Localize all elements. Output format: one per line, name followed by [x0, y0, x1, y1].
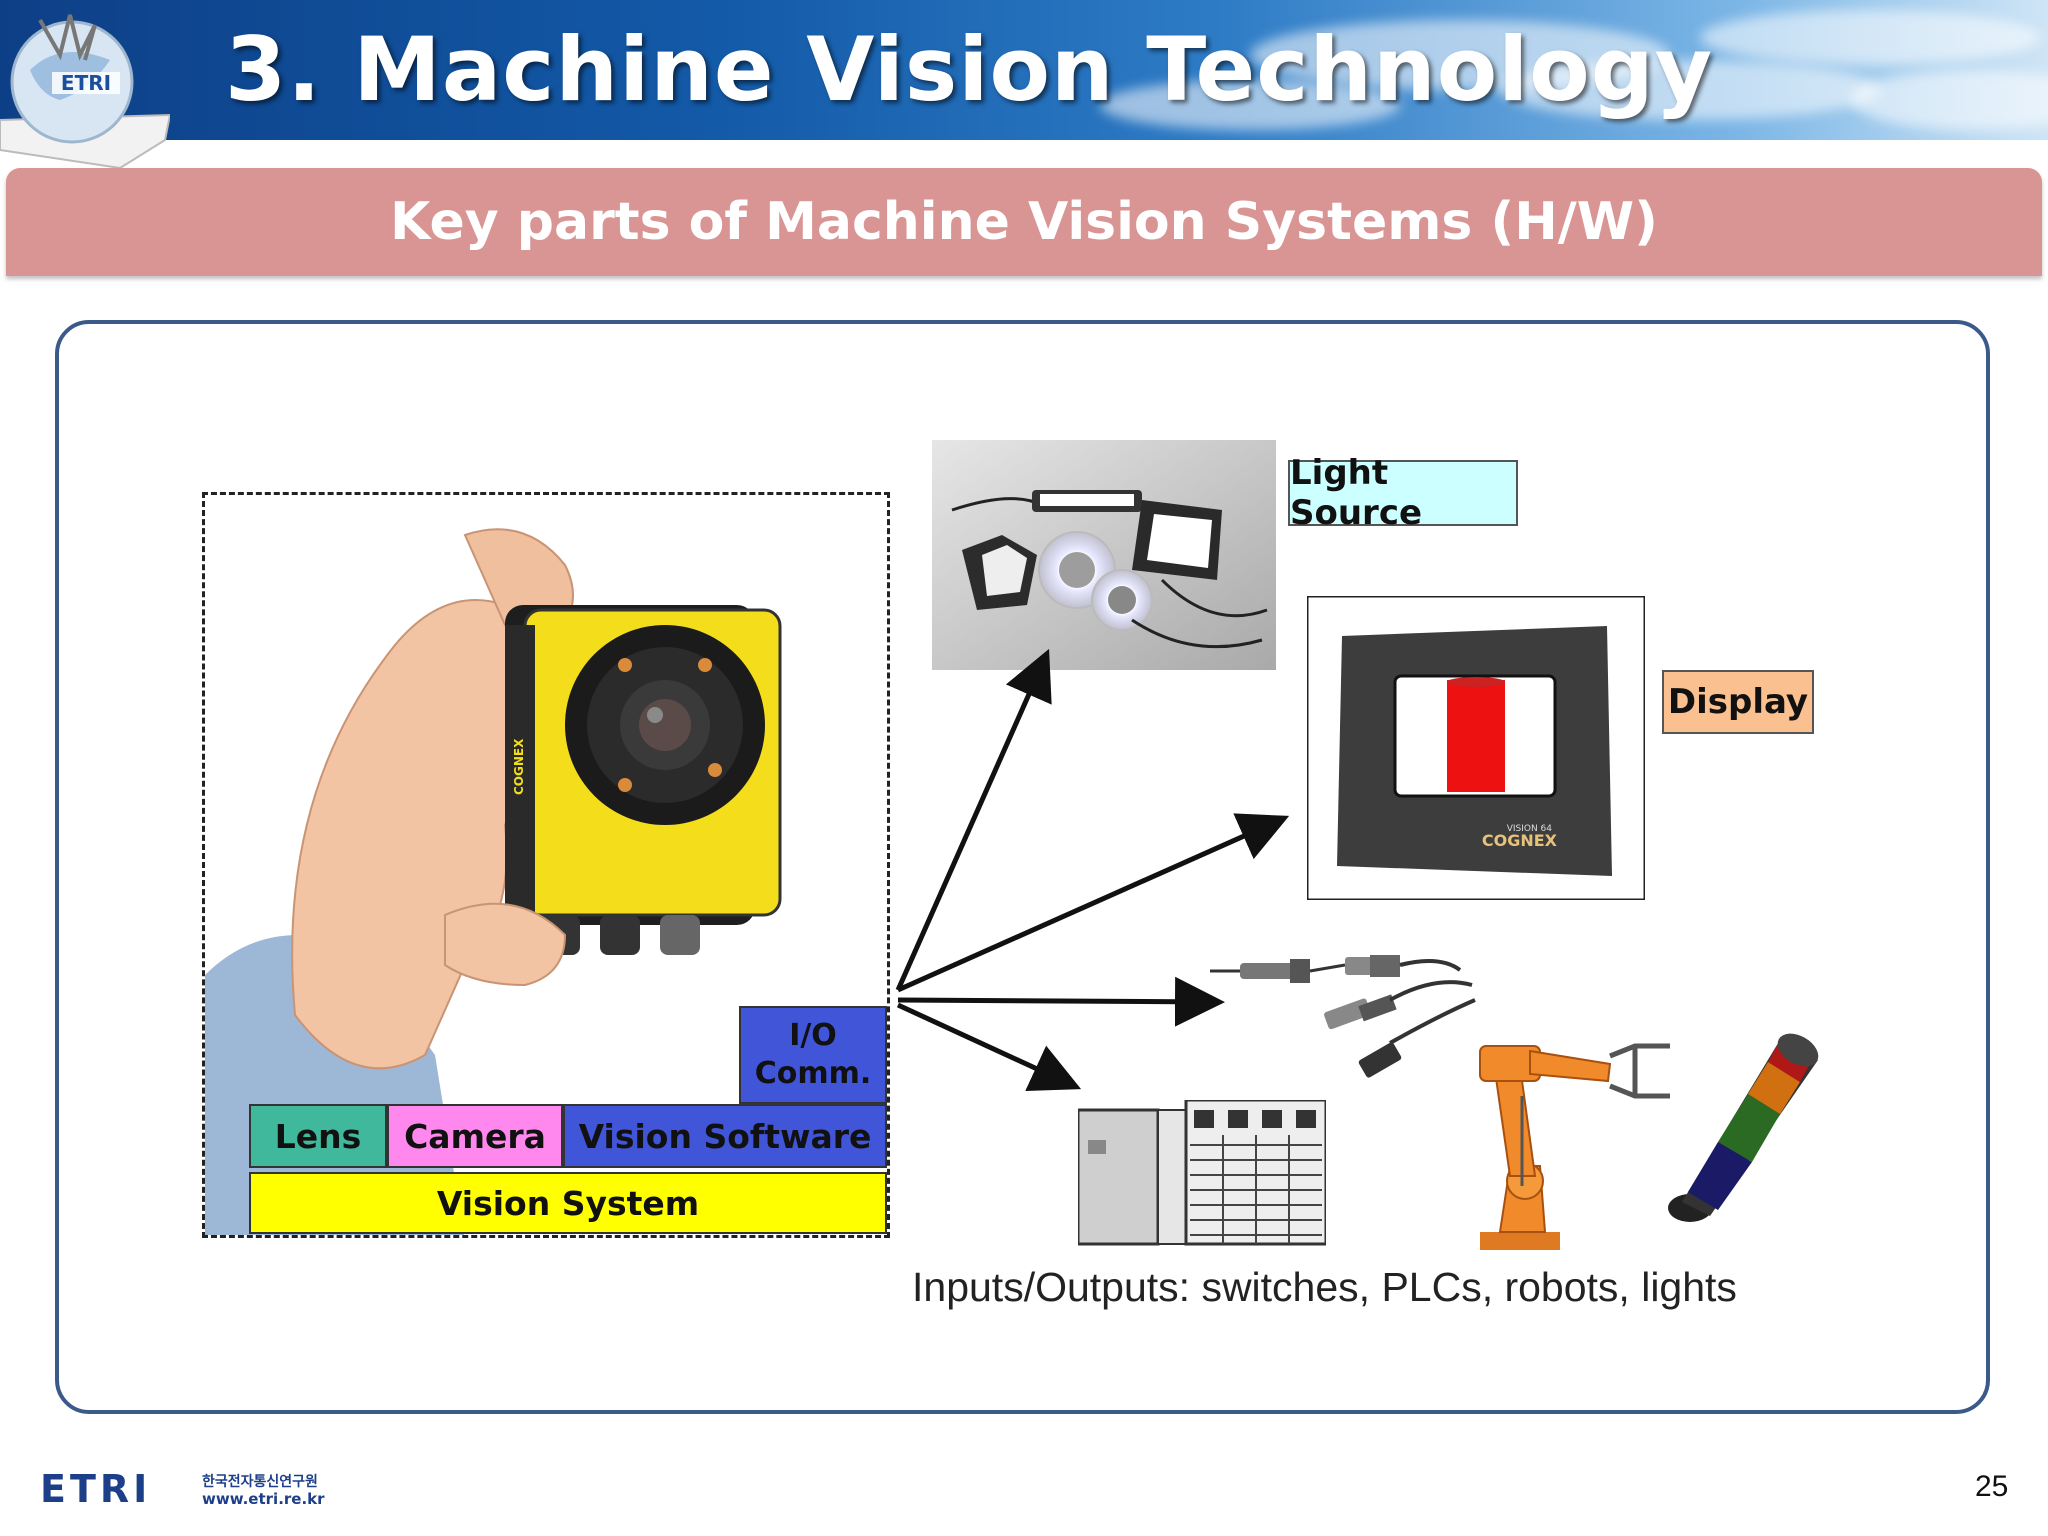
display-tag: Display: [1662, 670, 1814, 734]
arrow-to-display: [896, 813, 1290, 993]
switches-sensors-image: [1210, 955, 1476, 1078]
lens-label: Lens: [249, 1104, 387, 1168]
signal-tower-light-image: [1668, 1033, 1819, 1222]
plc-image: [1078, 1100, 1326, 1246]
section-bar: [6, 168, 2042, 276]
io-caption: Inputs/Outputs: switches, PLCs, robots, …: [912, 1264, 1737, 1310]
etri-globe-logo: ETRI: [0, 14, 170, 170]
svg-text:COGNEX: COGNEX: [1482, 831, 1558, 850]
light-source-image: [932, 440, 1276, 670]
etri-footer-logo: ETRI 한국전자통신연구원 www.etri.re.kr: [40, 1467, 325, 1511]
svg-text:VISION 64: VISION 64: [1507, 824, 1553, 834]
svg-text:ETRI: ETRI: [61, 71, 111, 95]
io-comm-label: I/O Comm.: [739, 1006, 887, 1104]
section-title: Key parts of Machine Vision Systems (H/W…: [390, 192, 1658, 252]
vision-software-label: Vision Software: [563, 1104, 887, 1168]
svg-text:한국전자통신연구원: 한국전자통신연구원: [202, 1473, 318, 1490]
display-image: VISION 64 COGNEX: [1307, 596, 1645, 900]
arrow-to-switches: [897, 976, 1225, 1027]
header-banner: [0, 0, 2048, 140]
svg-text:ETRI: ETRI: [40, 1467, 151, 1511]
camera-label: Camera: [387, 1104, 563, 1168]
svg-text:www.etri.re.kr: www.etri.re.kr: [202, 1490, 325, 1508]
page-title: 3. Machine Vision Technology: [225, 18, 1714, 121]
arrow-to-plc: [896, 1002, 1082, 1092]
vision-system-label: Vision System: [249, 1172, 887, 1234]
svg-text:COGNEX: COGNEX: [512, 738, 526, 795]
arrow-to-light-source: [895, 648, 1052, 992]
page-number: 25: [1975, 1470, 2009, 1503]
robot-arm-image: [1479, 1043, 1670, 1250]
